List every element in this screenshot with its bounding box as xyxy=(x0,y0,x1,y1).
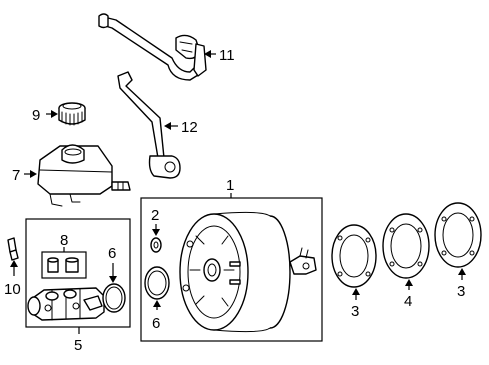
callout-9-label: 9 xyxy=(32,107,40,124)
master-cylinder xyxy=(27,287,105,321)
pin-sensor xyxy=(7,237,19,261)
callout-3a: 3 xyxy=(351,288,360,320)
callout-3a-label: 3 xyxy=(351,303,359,320)
callout-5-label: 5 xyxy=(74,337,82,354)
gasket-right xyxy=(434,202,482,268)
seal-kit-box xyxy=(41,251,87,279)
gasket-left xyxy=(331,224,377,288)
callout-1-label: 1 xyxy=(226,177,234,194)
seal-ring xyxy=(144,266,170,300)
callout-9: 9 xyxy=(32,107,58,124)
callout-2-label: 2 xyxy=(151,207,159,224)
callout-6a-label: 6 xyxy=(108,245,116,262)
vacuum-hose-lower xyxy=(117,71,181,179)
callout-4-label: 4 xyxy=(404,293,412,310)
master-cylinder-box xyxy=(25,218,131,328)
o-ring-box xyxy=(102,283,126,313)
callout-12-label: 12 xyxy=(181,119,198,136)
callout-8-label: 8 xyxy=(60,232,68,249)
callout-10: 10 xyxy=(4,260,21,298)
callout-4: 4 xyxy=(404,279,413,310)
callout-2: 2 xyxy=(151,207,160,236)
fluid-reservoir xyxy=(37,144,131,207)
callout-1: 1 xyxy=(226,177,234,198)
callout-6b-label: 6 xyxy=(152,315,160,332)
callout-7-label: 7 xyxy=(12,167,20,184)
callout-6a: 6 xyxy=(108,245,117,283)
callout-3b: 3 xyxy=(457,268,466,300)
reservoir-cap xyxy=(58,102,86,126)
vacuum-hose-upper xyxy=(98,13,207,81)
callout-6b: 6 xyxy=(152,300,161,332)
callout-11: 11 xyxy=(204,47,235,64)
grommet xyxy=(150,237,162,253)
callout-8: 8 xyxy=(60,232,68,252)
callout-3b-label: 3 xyxy=(457,283,465,300)
callout-7: 7 xyxy=(12,167,37,184)
brake-booster xyxy=(179,210,317,333)
callout-11-label: 11 xyxy=(219,47,235,64)
gasket-middle xyxy=(382,213,430,279)
callout-10-label: 10 xyxy=(4,281,21,298)
callout-5: 5 xyxy=(74,327,82,354)
callout-12: 12 xyxy=(164,119,198,136)
